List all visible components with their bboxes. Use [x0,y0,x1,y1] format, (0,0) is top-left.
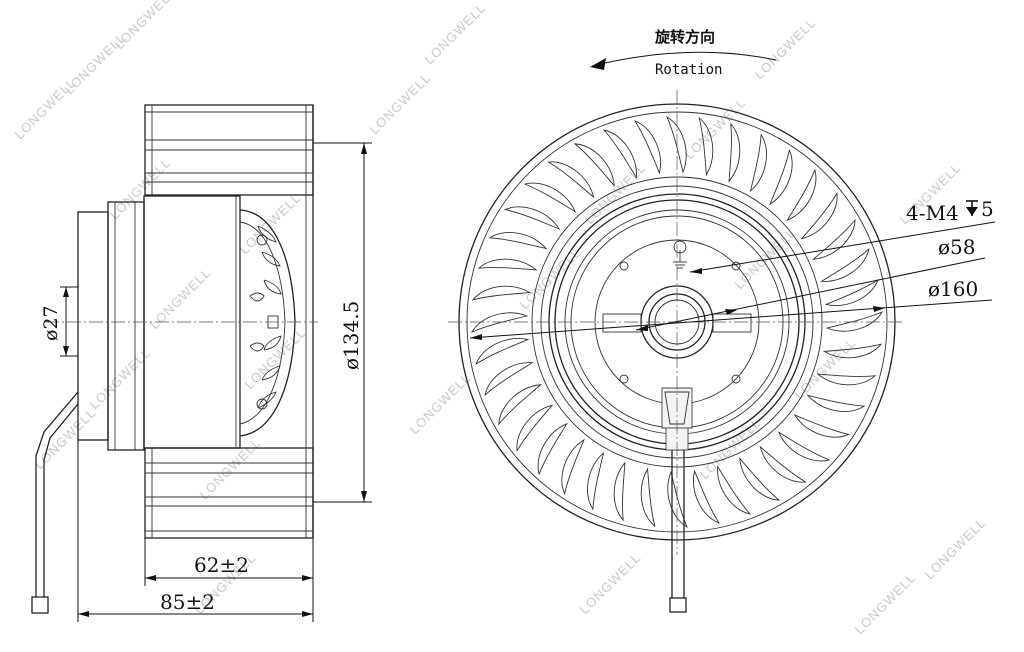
impeller-blade [749,133,767,193]
impeller-blade [547,161,595,199]
impeller-blade [498,384,542,426]
impeller-blade [503,206,561,230]
dim-impeller-height: 62±2 [144,538,314,586]
impeller-blade [516,404,554,452]
bolt-circle-label: ø58 [938,235,976,259]
watermark: LONGWELL [197,435,264,502]
watermark: LONGWELL [577,550,644,617]
watermark: LONGWELL [107,155,174,222]
mount-hole [619,374,629,384]
front-view: 旋转方向 Rotation [448,28,996,613]
dim-outer-diameter: ø160 [469,277,993,340]
watermark: LONGWELL [367,70,434,137]
impeller-blade [561,438,585,496]
rotation-title-cn: 旋转方向 [654,28,715,46]
watermark: LONGWELL [792,335,859,402]
impeller-blade [537,422,568,476]
impeller-blade [769,148,793,206]
dim-overall-diameter: ø134.5 [313,142,372,503]
power-cable [31,391,79,614]
impeller-blade [573,143,615,187]
watermark: LONGWELL [407,370,474,437]
impeller-blade [698,116,714,177]
rotation-title-en: Rotation [655,62,722,78]
impeller-blades-bottom [144,447,314,539]
watermark-group: LONGWELL LONGWELL LONGWELL LONGWELL LONG… [12,0,989,637]
watermark: LONGWELL [112,0,179,52]
impeller-blade [666,115,687,174]
dim-mount-holes: 4-M4 5 [689,197,996,274]
watermark: LONGWELL [752,15,819,82]
impeller-blade [759,445,807,483]
rotor-flange [77,201,145,451]
impeller-blade [477,258,538,271]
impeller-blade [728,122,741,183]
hub-diameter-label: ø27 [40,305,62,341]
mount-holes-label: 4-M4 [906,201,959,225]
overall-diameter-label: ø134.5 [339,301,363,370]
impeller-blade [806,394,866,412]
impeller-blade [471,285,532,301]
outer-diameter-label: ø160 [928,277,978,301]
impeller-blade [693,469,721,524]
mount-hole [731,374,741,384]
depth-symbol-icon [966,200,978,216]
total-height-label: 85±2 [160,590,215,614]
impeller-blades [470,115,884,529]
ground-icon [673,240,687,269]
impeller-blade [812,218,856,260]
impeller-blade [777,431,831,462]
impeller-blade [488,232,548,250]
impeller-blade [633,120,661,175]
rotation-indicator: 旋转方向 Rotation [590,28,777,78]
impeller-height-label: 62±2 [194,553,249,577]
impeller-blades-top [144,104,314,196]
mounting-holes [619,261,741,384]
impeller-blade [739,457,781,501]
impeller-blade [523,182,577,213]
impeller-blade [587,451,605,511]
watermark: LONGWELL [922,515,989,582]
rotation-arrow-icon [590,58,606,70]
watermark: LONGWELL [852,570,919,637]
mount-hole [731,261,741,271]
impeller-blade [602,129,637,179]
impeller-blade [484,362,534,397]
mount-depth-label: 5 [981,197,994,221]
side-view: ø27 ø134.5 62±2 85±2 [31,104,372,622]
impeller-blade [800,192,838,240]
impeller-blade [640,467,656,528]
impeller-blade [667,470,688,529]
impeller-blade [824,278,879,306]
impeller-blade [822,343,883,359]
impeller-blade [786,168,817,222]
impeller-blade [793,414,851,438]
watermark: LONGWELL [422,0,489,67]
impeller-blade [820,247,870,282]
dim-bolt-circle: ø58 [635,235,986,331]
dim-total-height: 85±2 [77,440,314,622]
impeller-blade [475,338,530,366]
dim-hub-diameter: ø27 [40,286,78,357]
impeller-blade [825,311,884,332]
impeller-blade [470,312,529,333]
impeller-blade [816,373,877,386]
impeller-blade [717,465,752,515]
impeller-blade [613,461,626,522]
mount-hole [619,261,629,271]
